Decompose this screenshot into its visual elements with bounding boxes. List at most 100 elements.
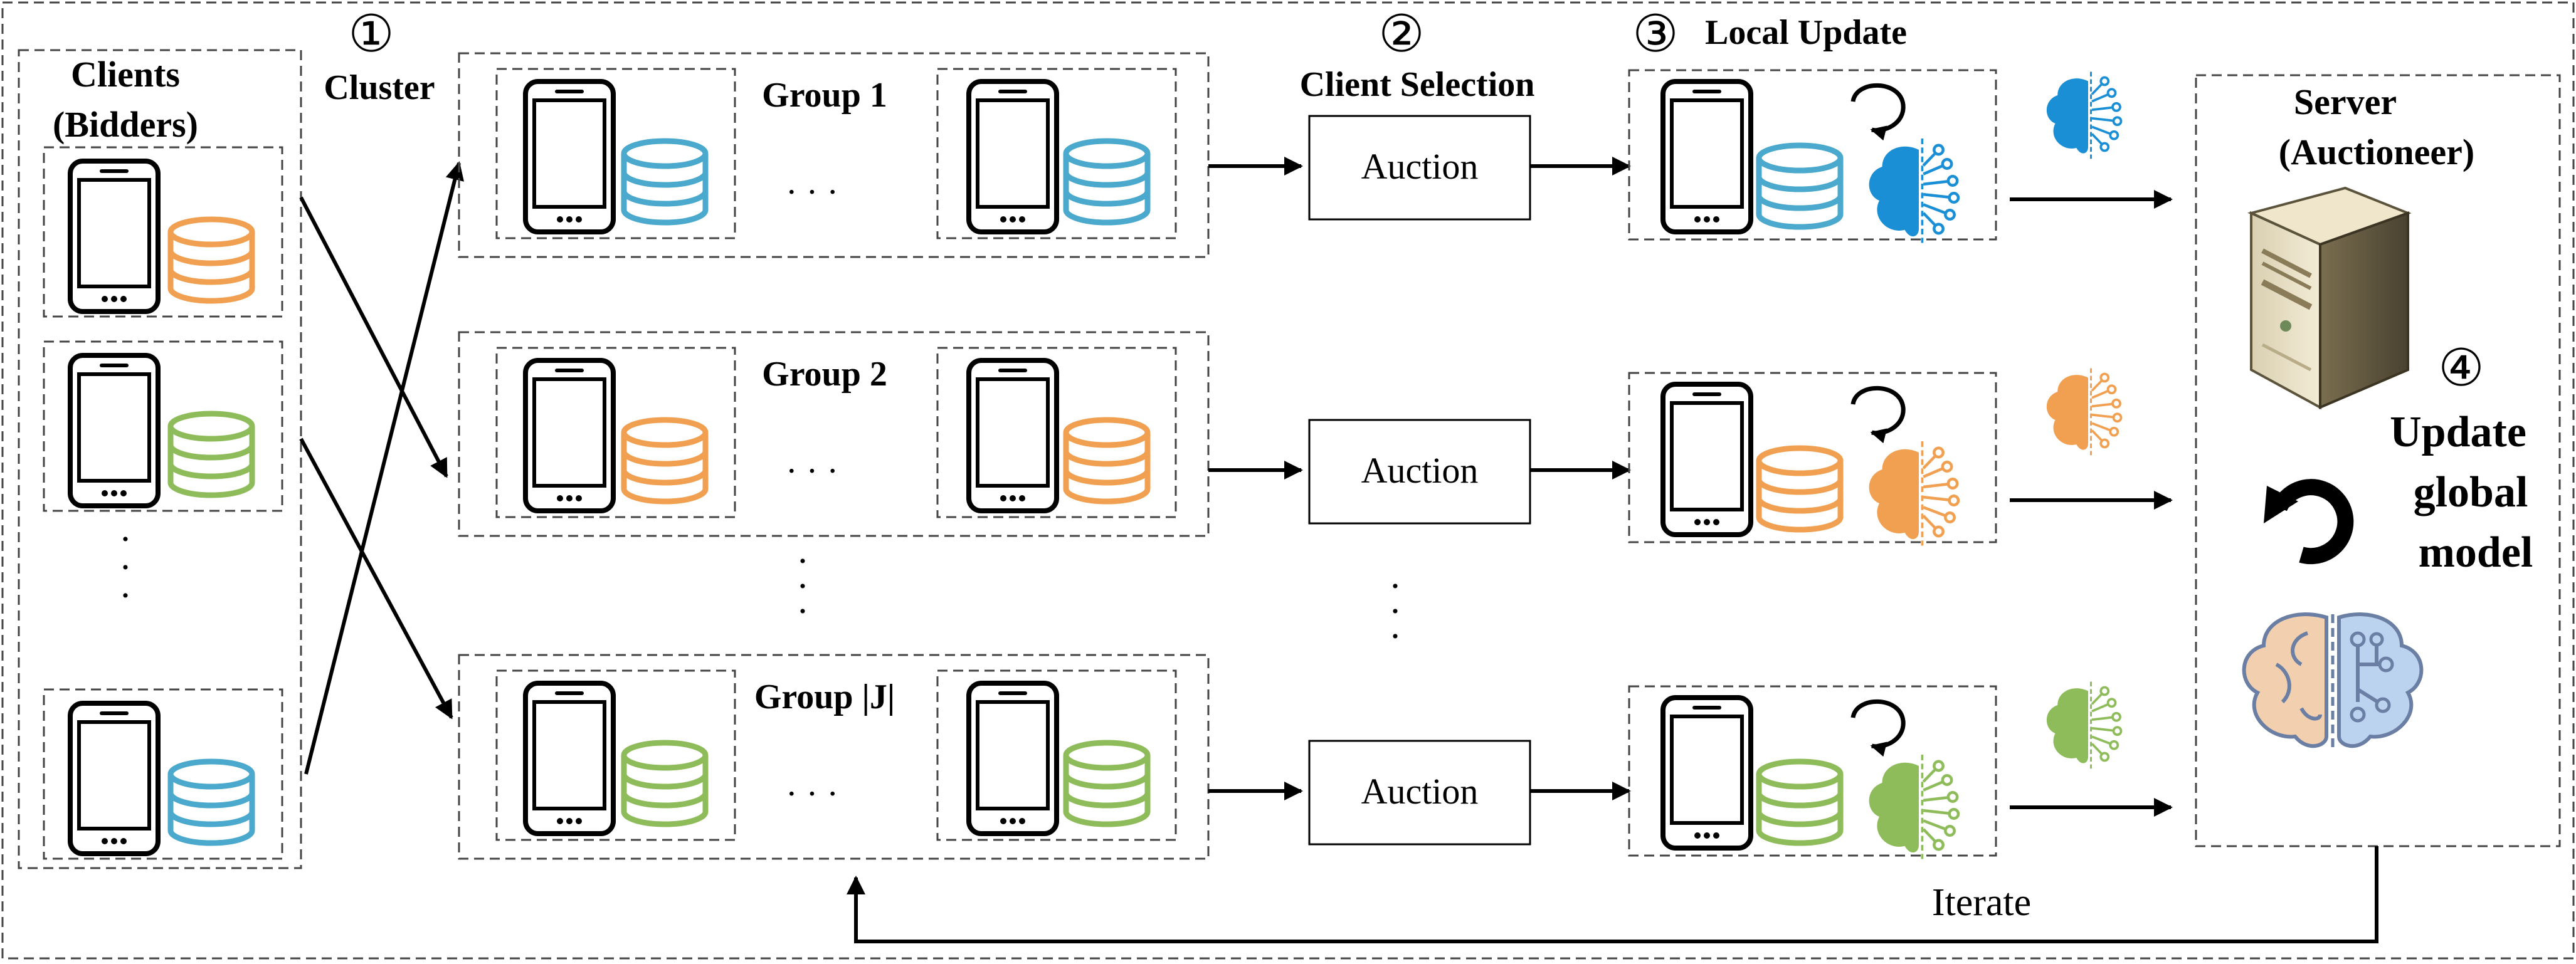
- client-box: [43, 340, 283, 512]
- auction-box: [1308, 115, 1531, 221]
- phone-icon: [966, 681, 1059, 836]
- client-list: [43, 146, 283, 860]
- update-global-model-line1: Update: [2390, 408, 2526, 456]
- local-model-brain-icon: [1869, 754, 1960, 859]
- phone-icon: [68, 701, 161, 856]
- uploaded-model-brain-icon: [2046, 368, 2123, 456]
- global-brain-icon: [2242, 612, 2424, 749]
- group-1: Group 1 · · · Auction: [458, 52, 2173, 258]
- auction-vertical-ellipsis-3: ·: [1389, 616, 1401, 657]
- group-client-box: [495, 347, 736, 518]
- group-name: Group 1: [762, 76, 887, 115]
- auction-box: [1308, 740, 1531, 846]
- database-icon: [167, 411, 255, 498]
- iterate-arrow: [847, 846, 2378, 943]
- cluster-arrow-orange-to-group2: [299, 196, 448, 478]
- database-icon: [1756, 445, 1844, 533]
- local-model-brain-icon: [1869, 441, 1960, 546]
- horizontal-ellipsis: · · ·: [786, 775, 838, 814]
- auction-vertical-ellipsis: ·: [1389, 565, 1401, 607]
- step-3-marker: ③: [1632, 6, 1679, 63]
- phone-icon: [1660, 695, 1753, 851]
- local-update-box: [1628, 372, 1997, 543]
- group-client-box: [936, 68, 1177, 239]
- horizontal-ellipsis: · · ·: [786, 173, 838, 212]
- groups-vertical-ellipsis-2: ·: [796, 565, 809, 607]
- phone-icon: [1660, 79, 1753, 234]
- client-box: [43, 146, 283, 318]
- group-box: [458, 52, 1210, 258]
- database-icon: [1063, 417, 1151, 505]
- groups-vertical-ellipsis-3: ·: [796, 590, 809, 632]
- phone-icon: [523, 79, 616, 234]
- client-selection-label: Client Selection: [1300, 65, 1535, 104]
- refresh-icon: [2264, 479, 2354, 565]
- phone-icon: [523, 358, 616, 513]
- database-icon: [621, 740, 709, 827]
- update-global-model-line2: global: [2414, 468, 2528, 516]
- groups-vertical-ellipsis: ·: [796, 540, 809, 582]
- group-name: Group 2: [762, 355, 887, 394]
- group-client-box: [936, 669, 1177, 841]
- uploaded-model-brain-icon: [2046, 681, 2123, 769]
- group-3: Group |J|· · ·Auction: [458, 654, 2173, 860]
- group-box: [458, 331, 1210, 537]
- database-icon: [621, 417, 709, 505]
- clients-title: Clients: [71, 54, 180, 95]
- client-green: [43, 340, 283, 512]
- cluster-label: Cluster: [324, 68, 435, 107]
- clients-vertical-ellipsis-3: ·: [119, 575, 132, 616]
- client-blue: [43, 688, 283, 860]
- phone-icon: [523, 681, 616, 836]
- phone-icon: [966, 79, 1059, 234]
- group-client-box: [495, 68, 736, 239]
- server-title: Server: [2294, 81, 2397, 122]
- iterate-label: Iterate: [1932, 881, 2031, 924]
- auction-label: Auction: [1361, 450, 1479, 491]
- group-client-box: [495, 669, 736, 841]
- step-2-marker: ②: [1378, 6, 1425, 63]
- local-update-label: Local Update: [1705, 13, 1907, 52]
- client-orange: [43, 146, 283, 318]
- client-box: [43, 688, 283, 860]
- phone-icon: [1660, 382, 1753, 537]
- step-1-marker: ①: [348, 6, 394, 63]
- clients-vertical-ellipsis: ·: [119, 518, 132, 560]
- phone-icon: [68, 353, 161, 508]
- database-icon: [1063, 740, 1151, 827]
- cluster-arrow-blue-to-group1: [304, 161, 464, 775]
- step-4-marker: ④: [2438, 340, 2484, 397]
- refresh-icon: [1850, 385, 1906, 444]
- auction-box: [1308, 419, 1531, 525]
- database-icon: [1756, 142, 1844, 230]
- database-icon: [1756, 758, 1844, 846]
- horizontal-ellipsis: · · ·: [786, 452, 838, 491]
- local-model-brain-icon: [1869, 138, 1960, 243]
- refresh-icon: [1850, 83, 1906, 141]
- database-icon: [1063, 138, 1151, 226]
- auction-vertical-ellipsis-2: ·: [1389, 590, 1401, 632]
- clients-panel: [18, 49, 302, 869]
- clients-vertical-ellipsis-2: ·: [119, 547, 132, 588]
- server-icon: [2247, 186, 2412, 410]
- cluster-arrow-green-to-groupJ: [299, 437, 453, 720]
- refresh-icon: [1850, 699, 1906, 757]
- group-2: Group 2 · · · Auction: [458, 331, 2173, 546]
- clients-subtitle: (Bidders): [53, 104, 198, 145]
- auction-label: Auction: [1361, 146, 1479, 187]
- update-global-model-line3: model: [2419, 528, 2533, 577]
- uploaded-model-brain-icon: [2046, 71, 2123, 159]
- database-icon: [621, 138, 709, 226]
- server-subtitle: (Auctioneer): [2279, 132, 2474, 172]
- local-update-box: [1628, 685, 1997, 857]
- group-box: [458, 654, 1210, 860]
- local-update-box: [1628, 69, 1997, 241]
- phone-icon: [966, 358, 1059, 513]
- phone-icon: [68, 159, 161, 314]
- database-icon: [167, 758, 255, 846]
- auction-label: Auction: [1361, 771, 1479, 812]
